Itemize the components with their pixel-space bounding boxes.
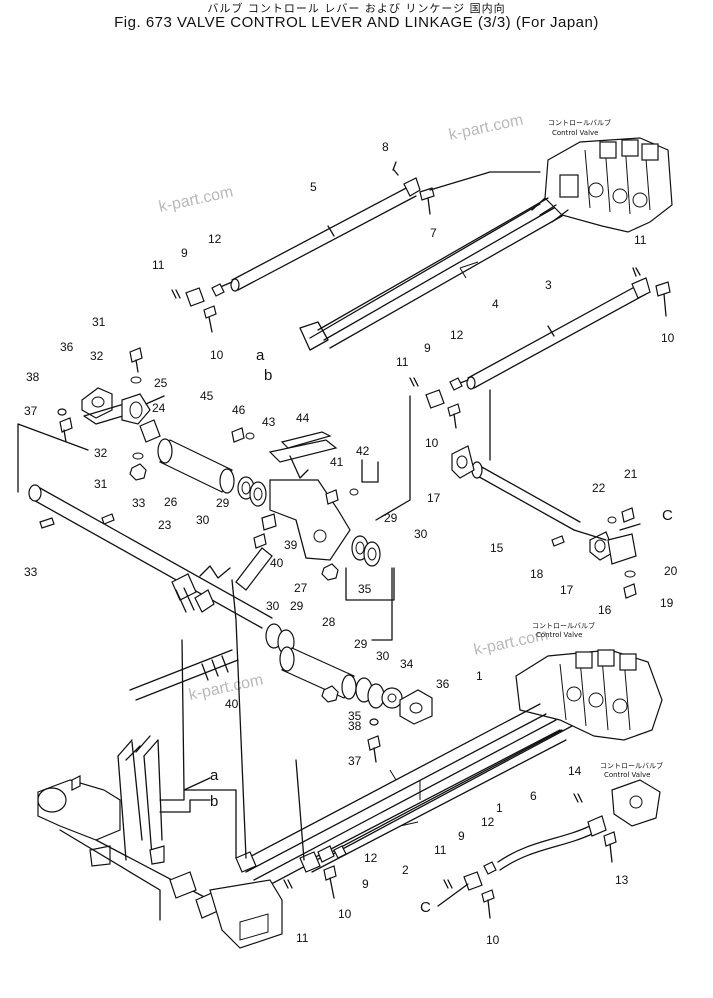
watermark-2: k-part.com xyxy=(447,112,524,144)
part-number-38b: 38 xyxy=(348,719,362,733)
part-number-26: 26 xyxy=(164,495,178,509)
part-number-30c: 30 xyxy=(266,599,280,613)
control-valve-label-jp-top: コントロールバルブ xyxy=(548,118,611,127)
part-number-15: 15 xyxy=(490,541,504,555)
part-number-2: 2 xyxy=(402,863,409,877)
part-number-11e: 11 xyxy=(296,931,309,945)
part-number-23: 23 xyxy=(158,518,172,532)
part-number-33b: 33 xyxy=(24,565,38,579)
watermark-1: k-part.com xyxy=(157,184,234,216)
part-number-6: 6 xyxy=(530,789,537,803)
part-number-8: 8 xyxy=(382,140,389,154)
part-number-4: 4 xyxy=(492,297,499,311)
part-number-10d: 10 xyxy=(338,907,352,921)
part-number-12a: 12 xyxy=(208,232,222,246)
part-number-32a: 32 xyxy=(90,349,104,363)
part-number-16: 16 xyxy=(598,603,612,617)
part-number-30b: 30 xyxy=(414,527,428,541)
part-number-46: 46 xyxy=(232,403,246,417)
figure-title: Fig. 673 VALVE CONTROL LEVER AND LINKAGE… xyxy=(114,14,599,31)
part-number-29b: 29 xyxy=(384,511,398,525)
control-valve-label-middle: Control Valve xyxy=(536,631,582,639)
part-number-40b: 40 xyxy=(225,697,239,711)
part-number-37b: 37 xyxy=(348,754,362,768)
label-c-upper: C xyxy=(662,507,673,524)
part-number-21: 21 xyxy=(624,467,638,481)
part-number-5: 5 xyxy=(310,180,317,194)
label-b-upper: b xyxy=(264,367,272,384)
part-number-11a: 11 xyxy=(152,258,165,272)
label-a-upper: a xyxy=(256,347,265,364)
part-number-35a: 35 xyxy=(358,582,372,596)
part-number-10b: 10 xyxy=(425,436,439,450)
part-number-9d: 9 xyxy=(362,877,369,891)
control-valve-label-jp-middle: コントロールバルブ xyxy=(532,621,595,630)
part-number-42: 42 xyxy=(356,444,370,458)
part-number-12c: 12 xyxy=(364,851,378,865)
part-number-43: 43 xyxy=(262,415,276,429)
part-number-25: 25 xyxy=(154,376,168,390)
part-number-9a: 9 xyxy=(181,246,188,260)
part-number-9c: 9 xyxy=(458,829,465,843)
part-number-12b: 12 xyxy=(450,328,464,342)
part-number-24: 24 xyxy=(152,401,166,415)
part-number-12d: 12 xyxy=(481,815,495,829)
upper-control-valve xyxy=(531,137,673,233)
part-number-29c: 29 xyxy=(290,599,304,613)
title-japanese: バルブ コントロール レバー および リンケージ 国内向 xyxy=(207,2,506,15)
part-number-29a: 29 xyxy=(216,496,230,510)
control-valve-label-top: Control Valve xyxy=(552,129,598,137)
part-number-41: 41 xyxy=(330,455,344,469)
part-number-3: 3 xyxy=(545,278,552,292)
part-number-10a: 10 xyxy=(210,348,224,362)
label-a-lower: a xyxy=(210,767,219,784)
part-number-11b: 11 xyxy=(396,355,409,369)
part-number-17b: 17 xyxy=(560,583,574,597)
part-number-29d: 29 xyxy=(354,637,368,651)
part-number-38a: 38 xyxy=(26,370,40,384)
part-number-36b: 36 xyxy=(436,677,450,691)
part-number-31a: 31 xyxy=(92,315,106,329)
lower-control-valve xyxy=(515,649,663,741)
part-number-33a: 33 xyxy=(132,496,146,510)
part-number-11d: 11 xyxy=(434,843,447,857)
part-number-22: 22 xyxy=(592,481,606,495)
part-number-14: 14 xyxy=(568,764,582,778)
part-number-1a: 1 xyxy=(476,669,483,683)
part-number-13: 13 xyxy=(615,873,629,887)
part-number-10c: 10 xyxy=(661,331,675,345)
part-number-45: 45 xyxy=(200,389,214,403)
part-number-11c: 11 xyxy=(634,233,647,247)
part-number-32b: 32 xyxy=(94,446,108,460)
part-number-44: 44 xyxy=(296,411,310,425)
part-number-20: 20 xyxy=(664,564,678,578)
part-number-40a: 40 xyxy=(270,556,284,570)
label-c-lower: C xyxy=(420,899,431,916)
part-number-1b: 1 xyxy=(496,801,503,815)
part-number-28: 28 xyxy=(322,615,336,629)
part-number-18: 18 xyxy=(530,567,544,581)
part-number-34: 34 xyxy=(400,657,414,671)
part-number-10e: 10 xyxy=(486,933,500,947)
part-number-30d: 30 xyxy=(376,649,390,663)
part-number-39: 39 xyxy=(284,538,298,552)
part-number-37a: 37 xyxy=(24,404,38,418)
part-number-9b: 9 xyxy=(424,341,431,355)
part-number-31b: 31 xyxy=(94,477,108,491)
part-number-17a: 17 xyxy=(427,491,441,505)
part-number-36a: 36 xyxy=(60,340,74,354)
part-number-30a: 30 xyxy=(196,513,210,527)
part-number-35b: 35 xyxy=(348,709,362,723)
control-valve-label-jp-bottom: コントロールバルブ xyxy=(600,761,663,770)
label-b-lower: b xyxy=(210,793,218,810)
part-number-27: 27 xyxy=(294,581,308,595)
part-number-7: 7 xyxy=(430,226,437,240)
control-valve-label-bottom: Control Valve xyxy=(604,771,650,779)
part-number-19: 19 xyxy=(660,596,674,610)
